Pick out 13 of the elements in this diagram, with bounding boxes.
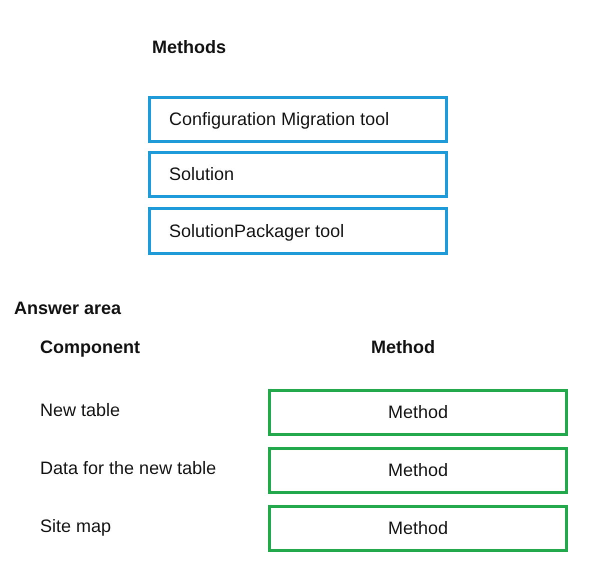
section-heading: Methods bbox=[152, 37, 226, 58]
row-label: New table bbox=[40, 400, 120, 421]
option-box: Solution bbox=[148, 151, 448, 198]
answer-box: Method bbox=[268, 505, 568, 552]
row-label: Site map bbox=[40, 516, 112, 537]
answer-box: Method bbox=[268, 447, 568, 494]
answer-box: Method bbox=[268, 389, 568, 436]
row-label: Data for the new table bbox=[40, 458, 216, 479]
section-heading: Answer area bbox=[14, 298, 122, 319]
column-heading: Component bbox=[40, 337, 140, 358]
column-heading: Method bbox=[371, 337, 435, 358]
option-box: Configuration Migration tool bbox=[148, 96, 448, 143]
option-box: SolutionPackager tool bbox=[148, 207, 448, 255]
